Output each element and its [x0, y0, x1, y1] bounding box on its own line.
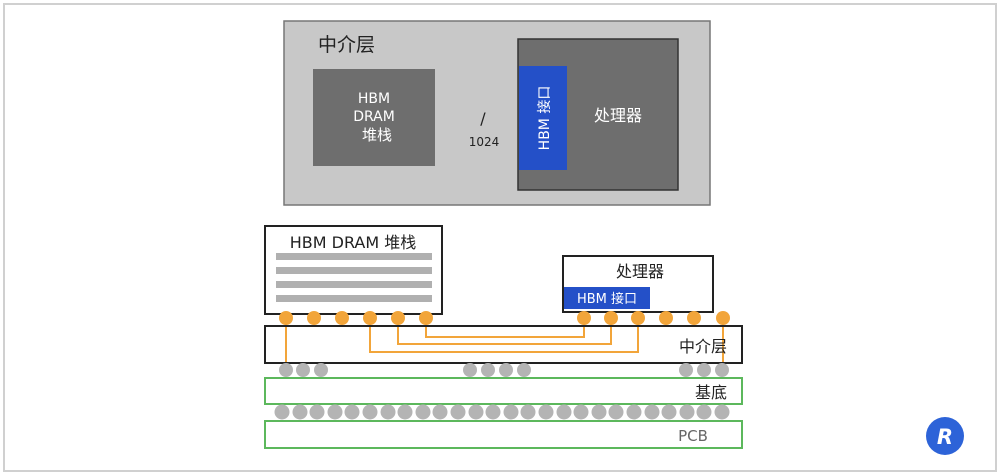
wire-outer	[369, 317, 639, 353]
side-hbm-stack-label: HBM DRAM 堆栈	[290, 233, 417, 252]
side-processor-label: 处理器	[616, 262, 664, 281]
microbump	[279, 311, 293, 325]
bga-ball	[556, 404, 572, 420]
dram-layer	[276, 295, 432, 302]
bus-slash: /	[480, 109, 486, 128]
c4-bump	[463, 363, 477, 377]
side-hbm-interface-label: HBM 接口	[577, 291, 637, 307]
bga-ball	[485, 404, 501, 420]
c4-bump	[314, 363, 328, 377]
logo-letter: R	[937, 425, 953, 449]
microbump	[716, 311, 730, 325]
side-interposer-label: 中介层	[679, 337, 727, 356]
top-hbm-interface-label: HBM 接口	[536, 86, 553, 151]
bga-ball	[344, 404, 360, 420]
bga-ball	[450, 404, 466, 420]
bga-ball	[309, 404, 325, 420]
side-hbm-interface	[564, 287, 650, 309]
bga-ball	[661, 404, 677, 420]
c4-bump	[279, 363, 293, 377]
microbump	[391, 311, 405, 325]
top-hbm-line-1: HBM	[358, 91, 390, 107]
microbumps	[279, 311, 730, 325]
bga-ball	[538, 404, 554, 420]
bga-ball	[327, 404, 343, 420]
microbump	[307, 311, 321, 325]
bga-ball	[520, 404, 536, 420]
bus-width-label: 1024	[469, 135, 500, 149]
logo-circle	[926, 417, 964, 455]
dram-layer	[276, 253, 432, 260]
side-pcb-label: PCB	[678, 427, 708, 445]
bga-ball	[274, 404, 290, 420]
bga-ball	[608, 404, 624, 420]
microbump	[659, 311, 673, 325]
bga-ball	[503, 404, 519, 420]
microbump	[631, 311, 645, 325]
top-interposer-label: 中介层	[318, 34, 375, 56]
c4-bump	[499, 363, 513, 377]
bga-ball	[626, 404, 642, 420]
microbump	[687, 311, 701, 325]
bga-ball	[415, 404, 431, 420]
c4-bump	[481, 363, 495, 377]
top-hbm-line-2: DRAM	[353, 109, 395, 125]
dram-layers	[276, 253, 432, 302]
side-interposer	[264, 325, 743, 364]
bga-ball	[696, 404, 712, 420]
top-hbm-interface	[519, 66, 567, 170]
bga-ball	[714, 404, 730, 420]
side-substrate-label: 基底	[695, 383, 727, 402]
wire-middle	[397, 317, 612, 345]
bga-ball	[644, 404, 660, 420]
brand-logo: R	[926, 417, 964, 455]
top-hbm-line-3: 堆栈	[362, 126, 392, 144]
c4-bump	[697, 363, 711, 377]
bga-ball	[380, 404, 396, 420]
c4-bumps	[279, 363, 729, 377]
c4-bump	[715, 363, 729, 377]
dram-layer	[276, 281, 432, 288]
bga-balls	[274, 404, 730, 420]
bga-ball	[292, 404, 308, 420]
side-substrate	[264, 377, 743, 405]
microbump	[577, 311, 591, 325]
bga-ball	[362, 404, 378, 420]
bga-ball	[432, 404, 448, 420]
side-pcb	[264, 420, 743, 449]
microbump	[335, 311, 349, 325]
bga-ball	[468, 404, 484, 420]
c4-bump	[517, 363, 531, 377]
top-hbm-stack	[313, 69, 435, 166]
top-processor-label: 处理器	[594, 106, 642, 125]
bga-ball	[679, 404, 695, 420]
bga-ball	[397, 404, 413, 420]
c4-bump	[296, 363, 310, 377]
microbump	[363, 311, 377, 325]
microbump	[604, 311, 618, 325]
bga-ball	[591, 404, 607, 420]
bga-ball	[573, 404, 589, 420]
microbump	[419, 311, 433, 325]
dram-layer	[276, 267, 432, 274]
c4-bump	[679, 363, 693, 377]
